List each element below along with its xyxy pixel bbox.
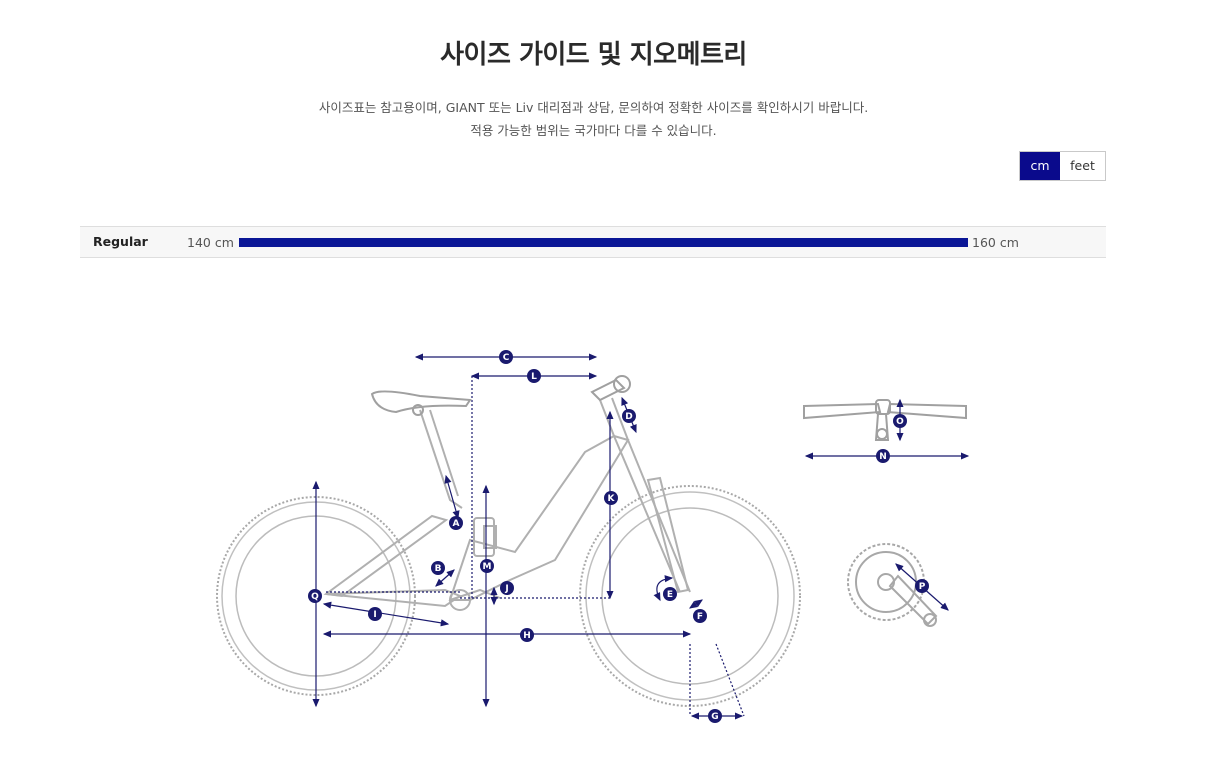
handlebar-top-view bbox=[803, 399, 967, 441]
svg-text:I: I bbox=[373, 610, 376, 620]
label-m: M bbox=[480, 559, 494, 573]
unit-cm-button[interactable]: cm bbox=[1020, 152, 1060, 180]
svg-text:M: M bbox=[483, 562, 492, 572]
svg-text:C: C bbox=[503, 353, 510, 363]
measurement-labels: A B C D E F G H I J K L M N O P Q bbox=[308, 350, 929, 723]
size-row-regular: Regular 140 cm 160 cm bbox=[80, 226, 1106, 258]
description-line-1: 사이즈표는 참고용이며, GIANT 또는 Liv 대리점과 상담, 문의하여 … bbox=[318, 100, 869, 115]
unit-toggle: cm feet bbox=[1019, 151, 1106, 181]
unit-feet-button[interactable]: feet bbox=[1060, 152, 1105, 180]
cockpit bbox=[590, 375, 631, 402]
label-j: J bbox=[500, 581, 514, 595]
label-h: H bbox=[520, 628, 534, 642]
svg-text:L: L bbox=[531, 372, 537, 382]
description-line-2: 적용 가능한 범위는 국가마다 다를 수 있습니다. bbox=[470, 123, 717, 138]
svg-text:P: P bbox=[919, 582, 926, 592]
label-g: G bbox=[708, 709, 722, 723]
label-i: I bbox=[368, 607, 382, 621]
label-f: F bbox=[693, 609, 707, 623]
label-o: O bbox=[893, 414, 907, 428]
label-q: Q bbox=[308, 589, 322, 603]
svg-text:Q: Q bbox=[311, 592, 319, 602]
page-title: 사이즈 가이드 및 지오메트리 bbox=[440, 40, 747, 70]
size-min-height: 140 cm bbox=[187, 235, 234, 250]
svg-text:K: K bbox=[608, 494, 616, 504]
label-b: B bbox=[431, 561, 445, 575]
size-range-bar bbox=[239, 238, 968, 247]
size-name: Regular bbox=[93, 234, 148, 249]
label-k: K bbox=[604, 491, 618, 505]
svg-text:G: G bbox=[711, 712, 718, 722]
svg-text:B: B bbox=[435, 564, 442, 574]
label-p: P bbox=[915, 579, 929, 593]
description: 사이즈표는 참고용이며, GIANT 또는 Liv 대리점과 상담, 문의하여 … bbox=[0, 96, 1187, 142]
label-n: N bbox=[876, 449, 890, 463]
svg-text:D: D bbox=[625, 412, 632, 422]
svg-text:O: O bbox=[896, 417, 904, 427]
svg-text:H: H bbox=[523, 631, 531, 641]
size-max-height: 160 cm bbox=[972, 235, 1019, 250]
saddle bbox=[370, 390, 472, 416]
svg-text:A: A bbox=[453, 519, 460, 529]
label-c: C bbox=[499, 350, 513, 364]
svg-text:F: F bbox=[697, 612, 703, 622]
label-e: E bbox=[663, 587, 677, 601]
svg-text:J: J bbox=[504, 584, 508, 594]
svg-text:E: E bbox=[667, 590, 673, 600]
label-a: A bbox=[449, 516, 463, 530]
label-l: L bbox=[527, 369, 541, 383]
svg-text:N: N bbox=[879, 452, 887, 462]
geometry-diagram: A B C D E F G H I J K L M N O P Q bbox=[216, 350, 970, 723]
label-d: D bbox=[622, 409, 636, 423]
